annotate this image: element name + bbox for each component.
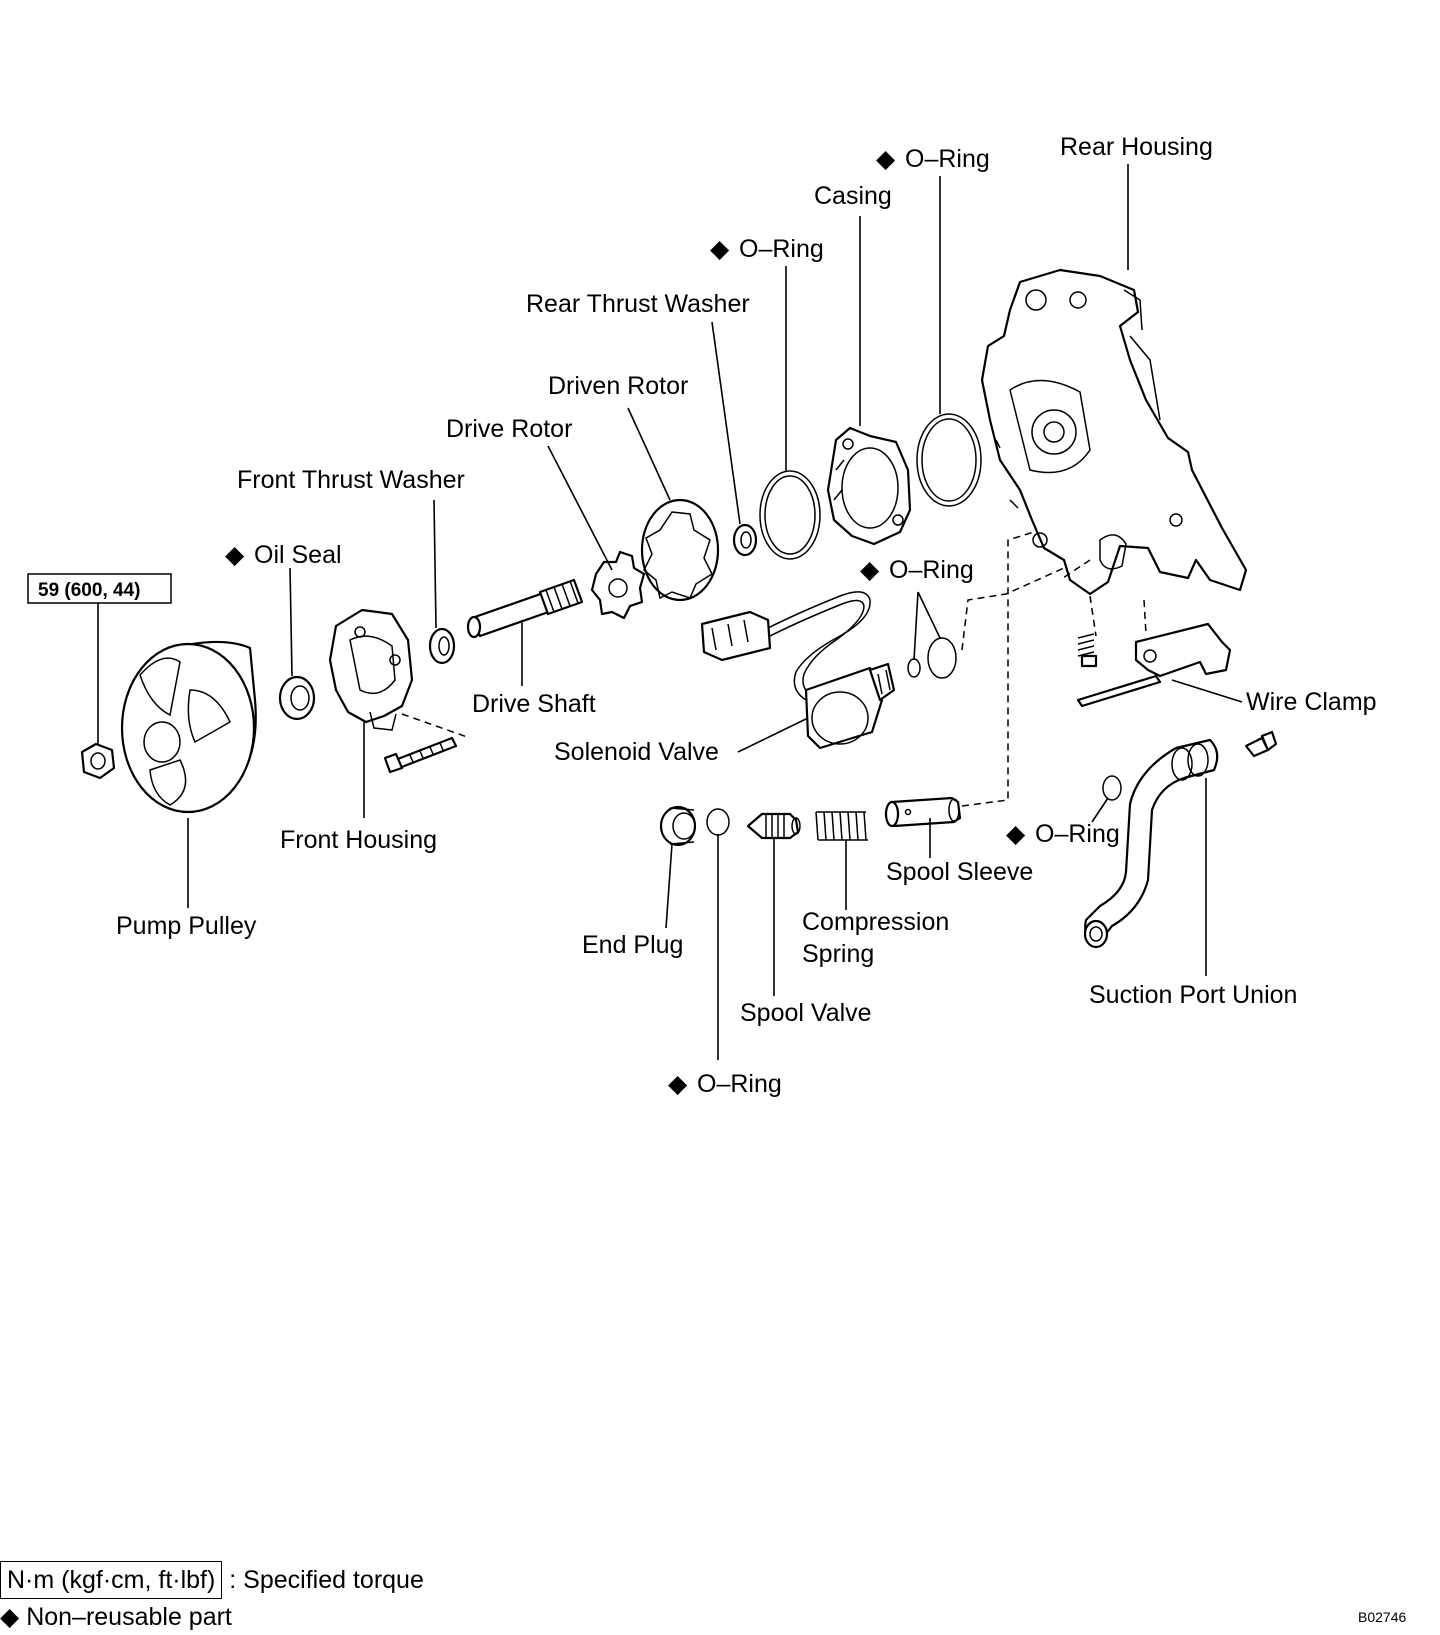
front-housing-bolt-part (383, 736, 458, 774)
label-o-ring-2: O–Ring (905, 145, 990, 173)
legend: N·m (kgf·cm, ft·lbf) : Specified torque … (0, 1561, 424, 1635)
torque-spec-value: 59 (600, 44) (38, 580, 140, 601)
label-o-ring-4: O–Ring (1035, 820, 1120, 848)
front-housing-part (328, 608, 414, 731)
legend-non-reusable-row: ◆ Non–reusable part (0, 1599, 424, 1635)
wire-clamp-part (1076, 622, 1232, 708)
label-driven-rotor: Driven Rotor (548, 372, 688, 400)
legend-torque-text: : Specified torque (229, 1566, 424, 1594)
label-front-housing: Front Housing (280, 826, 437, 854)
label-drive-shaft: Drive Shaft (472, 690, 596, 718)
front-thrust-washer-part (428, 627, 456, 665)
label-casing: Casing (814, 182, 892, 210)
label-spool-valve: Spool Valve (740, 999, 872, 1027)
label-suction-port-union: Suction Port Union (1089, 981, 1297, 1009)
label-o-ring-1: O–Ring (739, 235, 824, 263)
union-bolt-part (1244, 730, 1278, 758)
label-end-plug: End Plug (582, 931, 683, 959)
end-plug-part (659, 805, 697, 847)
non-reusable-marker: ◆ (668, 1070, 688, 1098)
label-o-ring-5: O–Ring (697, 1070, 782, 1098)
legend-non-reusable-marker: ◆ (0, 1603, 20, 1631)
oil-seal-part (278, 675, 316, 721)
label-solenoid-valve: Solenoid Valve (554, 738, 719, 766)
spool-valve-part (746, 812, 801, 840)
o-ring-part-2 (916, 413, 982, 507)
drive-shaft-part (466, 578, 584, 639)
legend-torque-row: N·m (kgf·cm, ft·lbf) : Specified torque (0, 1561, 424, 1599)
label-drive-rotor: Drive Rotor (446, 415, 572, 443)
label-front-thrust-washer: Front Thrust Washer (237, 466, 465, 494)
compression-spring-part (815, 811, 868, 841)
legend-non-reusable-text: Non–reusable part (26, 1603, 232, 1631)
non-reusable-marker: ◆ (1006, 820, 1026, 848)
o-ring-part-5 (706, 808, 730, 836)
label-compression-spring-line2: Spring (802, 940, 874, 968)
casing-part (826, 426, 912, 546)
legend-torque-unit: N·m (kgf·cm, ft·lbf) (0, 1561, 223, 1599)
torque-spec-callout: 59 (600, 44) (27, 573, 172, 604)
non-reusable-marker: ◆ (876, 145, 896, 173)
rear-housing-spring-part (1077, 633, 1098, 668)
label-oil-seal: Oil Seal (254, 541, 342, 569)
label-rear-housing: Rear Housing (1060, 133, 1213, 161)
solenoid-valve-part (700, 591, 896, 750)
label-spool-sleeve: Spool Sleeve (886, 858, 1033, 886)
label-o-ring-3: O–Ring (889, 556, 974, 584)
rear-housing-part (980, 268, 1248, 596)
non-reusable-marker: ◆ (860, 556, 880, 584)
o-ring-part-4 (927, 637, 957, 679)
suction-port-union-part (1083, 738, 1219, 949)
o-ring-part-1 (759, 470, 821, 560)
assembly-dashed-lines (401, 531, 1147, 807)
pump-pulley-part (120, 640, 257, 814)
non-reusable-marker: ◆ (710, 235, 730, 263)
non-reusable-marker: ◆ (225, 541, 245, 569)
label-rear-thrust-washer: Rear Thrust Washer (526, 290, 750, 318)
o-ring-part-3 (907, 658, 921, 678)
label-compression-spring-line1: Compression (802, 908, 949, 936)
spool-sleeve-part (884, 796, 962, 828)
driven-rotor-part (640, 498, 720, 602)
drive-rotor-part (590, 550, 646, 620)
pulley-nut-part (80, 742, 116, 780)
rear-thrust-washer-part (732, 523, 758, 557)
figure-code: B02746 (1358, 1609, 1406, 1625)
label-pump-pulley: Pump Pulley (116, 912, 257, 940)
leader-lines (97, 164, 1243, 1060)
o-ring-part-6 (1102, 775, 1122, 801)
label-wire-clamp: Wire Clamp (1246, 688, 1377, 716)
